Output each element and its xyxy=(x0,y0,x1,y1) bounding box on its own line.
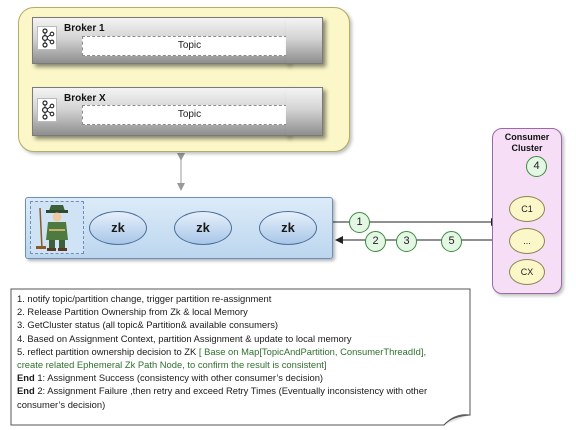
step-5-marker: 5 xyxy=(441,231,462,252)
note-text: 5. reflect partition ownership decision … xyxy=(17,345,199,357)
kafka-logo-icon xyxy=(37,26,57,50)
end-label: End xyxy=(17,372,35,384)
broker-x-side xyxy=(286,87,323,136)
step-2-marker: 2 xyxy=(365,231,386,252)
zookeeper-node: zk xyxy=(259,211,317,245)
consumer-node: ... xyxy=(509,228,545,254)
zookeeper-node: zk xyxy=(89,211,147,245)
end-label: End xyxy=(17,385,35,397)
note-line: 5. reflect partition ownership decision … xyxy=(11,345,470,358)
note-highlight: [ Base on Map[TopicAndPartition, Consume… xyxy=(198,345,427,357)
consumer-cluster-title-line-2: Cluster xyxy=(511,143,543,153)
step-1-marker: 1 xyxy=(349,212,370,233)
zookeeper-node: zk xyxy=(174,211,232,245)
consumer-node: CX xyxy=(509,259,545,285)
note-line: 2. Release Partition Ownership from Zk &… xyxy=(17,306,248,318)
note-line: create related Ephemeral Zk Path Node, t… xyxy=(17,359,327,371)
process-notes: 1. notify topic/partition change, trigge… xyxy=(11,289,470,425)
zookeeper-keeper-icon xyxy=(30,201,84,254)
topic-box: Topic xyxy=(82,105,297,125)
note-line: consumer’s decision) xyxy=(17,398,106,410)
broker-name: Broker X xyxy=(64,93,106,104)
consumer-cluster-title-line-1: Consumer xyxy=(504,132,550,142)
note-line: 4. Based on Assignment Context, partitio… xyxy=(17,332,352,344)
note-line: End 2: Assignment Failure ,then retry an… xyxy=(11,384,470,397)
topic-box: Topic xyxy=(82,36,297,56)
broker-1-side xyxy=(286,17,323,64)
step-4-marker: 4 xyxy=(526,156,547,177)
kafka-logo-icon xyxy=(37,98,57,122)
consumer-node: C1 xyxy=(509,196,545,222)
notes-box-curl xyxy=(443,414,471,426)
note-text: 1: Assignment Success (consistency with … xyxy=(34,372,324,384)
note-line: End 1: Assignment Success (consistency w… xyxy=(11,371,470,384)
step-3-marker: 3 xyxy=(396,231,417,252)
note-line: 1. notify topic/partition change, trigge… xyxy=(17,293,272,304)
broker-1: Broker 1 Topic xyxy=(32,17,297,64)
note-line: 3. GetCluster status (all topic& Partiti… xyxy=(17,319,279,331)
consumer-cluster-title: Consumer Cluster xyxy=(493,132,561,154)
note-text: 2: Assignment Failure ,then retry and ex… xyxy=(34,385,428,397)
broker-name: Broker 1 xyxy=(64,23,105,34)
broker-x: Broker X Topic xyxy=(32,87,297,136)
